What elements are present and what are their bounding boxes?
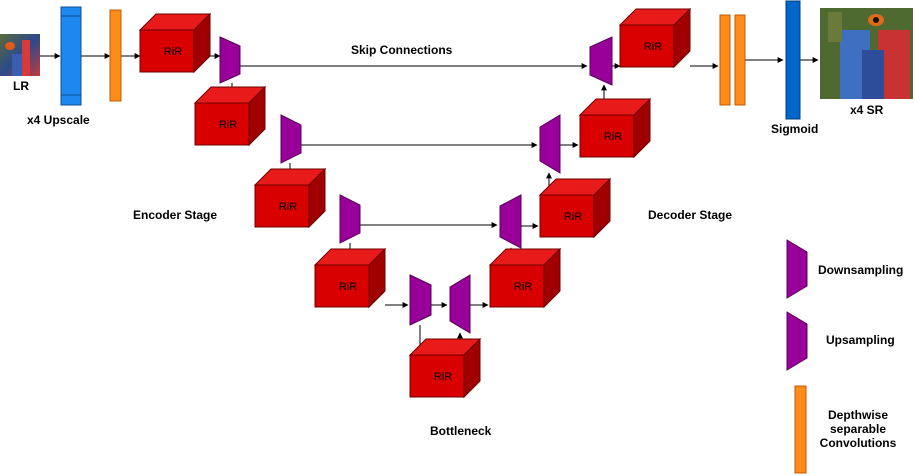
rir-block-decoder-1: RiR bbox=[618, 7, 692, 69]
downsampling-block bbox=[409, 274, 432, 326]
sigmoid-block bbox=[785, 0, 801, 120]
rir-label: RiR bbox=[434, 371, 452, 383]
legend-upsampling-icon bbox=[786, 311, 808, 371]
downsampling-block bbox=[339, 194, 361, 244]
rir-block-bottleneck: RiR bbox=[408, 337, 482, 399]
bottleneck-label: Bottleneck bbox=[430, 424, 492, 438]
lr-image bbox=[0, 34, 40, 76]
dsc-block bbox=[109, 9, 122, 102]
dsc-block bbox=[719, 14, 731, 106]
dsc-block bbox=[734, 14, 746, 106]
rir-label: RiR bbox=[164, 46, 182, 58]
rir-label: RiR bbox=[514, 281, 532, 293]
rir-block-encoder-1: RiR bbox=[138, 12, 212, 74]
sr-image bbox=[820, 8, 913, 99]
rir-block-decoder-4: RiR bbox=[488, 247, 562, 309]
upscale-label: x4 Upscale bbox=[27, 113, 90, 127]
rir-label: RiR bbox=[219, 119, 237, 131]
rir-label: RiR bbox=[564, 211, 582, 223]
rir-block-encoder-3: RiR bbox=[253, 167, 327, 229]
rir-block-encoder-2: RiR bbox=[193, 85, 267, 147]
downsampling-block bbox=[280, 114, 302, 164]
sigmoid-label: Sigmoid bbox=[771, 122, 818, 136]
legend-dsc-label: separable bbox=[830, 422, 886, 436]
upsampling-block bbox=[589, 36, 613, 86]
legend: Downsampling Upsampling Depthwise separa… bbox=[786, 239, 903, 474]
decoder-stage-label: Decoder Stage bbox=[648, 208, 732, 222]
encoder-stage-label: Encoder Stage bbox=[133, 208, 217, 222]
rir-block-decoder-3: RiR bbox=[538, 177, 612, 239]
legend-dsc-label: Convolutions bbox=[820, 436, 897, 450]
rir-label: RiR bbox=[644, 41, 662, 53]
skip-connections-label: Skip Connections bbox=[351, 43, 453, 57]
rir-block-encoder-4: RiR bbox=[313, 247, 387, 309]
lr-label: LR bbox=[13, 79, 29, 93]
rir-label: RiR bbox=[279, 201, 297, 213]
samplers bbox=[219, 36, 613, 334]
legend-dsc-icon bbox=[794, 385, 807, 474]
upsampling-block bbox=[499, 194, 522, 249]
legend-downsampling-label: Downsampling bbox=[818, 263, 903, 277]
legend-upsampling-label: Upsampling bbox=[826, 333, 895, 347]
legend-downsampling-icon bbox=[786, 239, 808, 299]
rir-label: RiR bbox=[604, 131, 622, 143]
legend-dsc-label: Depthwise bbox=[828, 408, 888, 422]
rir-block-decoder-2: RiR bbox=[578, 97, 652, 159]
upscale-block bbox=[60, 6, 82, 106]
sr-label: x4 SR bbox=[850, 103, 884, 117]
upsampling-block bbox=[539, 114, 561, 174]
rir-blocks: RiR RiR RiR RiR RiR RiR RiR RiR RiR bbox=[138, 7, 692, 399]
downsampling-block bbox=[219, 36, 241, 84]
upsampling-block bbox=[449, 274, 471, 334]
rir-label: RiR bbox=[339, 281, 357, 293]
